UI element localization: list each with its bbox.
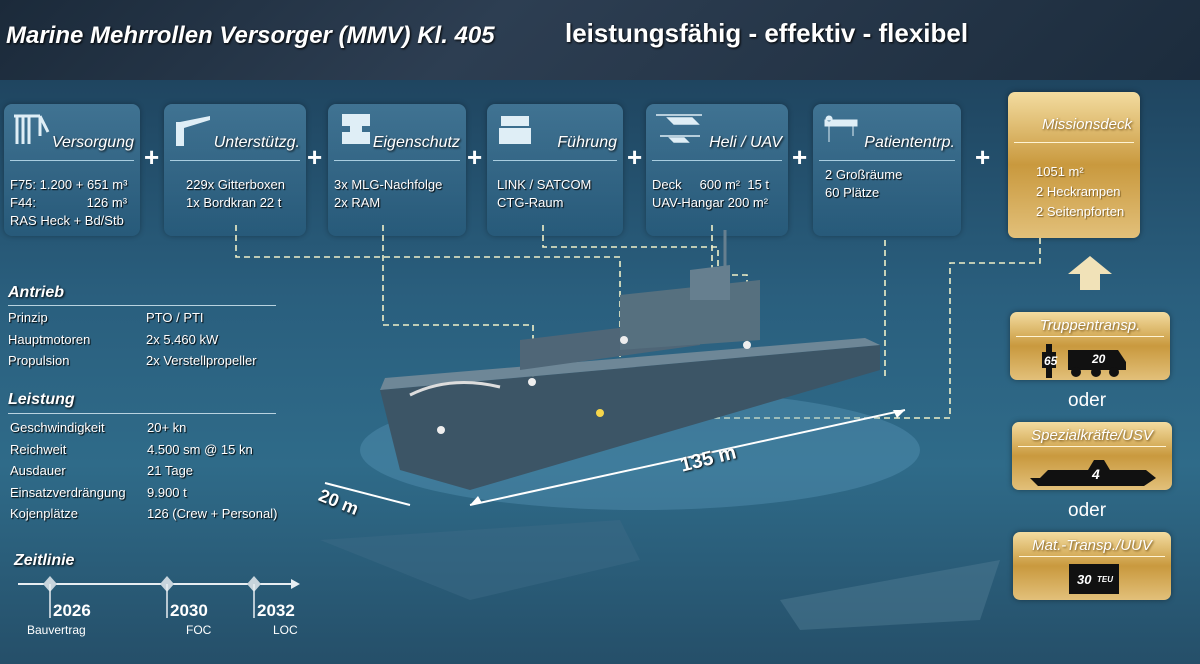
milestone-label: Bauvertrag — [27, 623, 86, 637]
helicopter-icon — [656, 114, 702, 143]
card-title: Heli / UAV — [709, 134, 782, 151]
page-subtitle: leistungsfähig - effektiv - flexibel — [565, 18, 969, 48]
page-title: Marine Mehrrollen Versorger (MMV) Kl. 40… — [6, 22, 495, 49]
milestone-label: LOC — [273, 623, 298, 637]
card-title: Patiententrp. — [864, 134, 955, 151]
module-spezialkraefte: Spezialkräfte/USV 4 — [1012, 422, 1172, 490]
plus-sign: + — [307, 142, 323, 172]
milestone-label: FOC — [186, 623, 212, 637]
plus-sign: + — [792, 142, 808, 172]
plus-sign: + — [627, 142, 643, 172]
card-title: Unterstützg. — [213, 134, 300, 151]
zeitlinie-heading: Zeitlinie — [14, 552, 75, 569]
card-title: Versorgung — [51, 134, 134, 151]
module-material-transport: Mat.-Transp./UUV 30 TEU — [1013, 532, 1171, 600]
milestone-year: 2026 — [53, 601, 91, 620]
antrieb-heading: Antrieb — [8, 284, 64, 301]
plus-sign: + — [467, 142, 483, 172]
module-truppentransport: Truppentransp. 65 20 — [1010, 312, 1170, 380]
timeline — [18, 576, 300, 618]
plus-sign: + — [144, 142, 160, 172]
stretcher-icon — [824, 115, 858, 142]
milestone-year: 2030 — [170, 601, 208, 620]
soldier-vehicle-icon — [1042, 344, 1126, 378]
card-title: Eigenschutz — [372, 134, 460, 151]
leistung-heading: Leistung — [8, 391, 75, 408]
oder-label: oder — [1068, 500, 1107, 521]
container-icon — [1069, 564, 1119, 594]
milestone-year: 2032 — [257, 601, 295, 620]
plus-sign: + — [975, 142, 991, 172]
arrow-up-icon — [1068, 256, 1112, 290]
console-icon — [499, 116, 531, 144]
title-band — [0, 0, 1200, 80]
card-title: Führung — [557, 134, 617, 151]
fuel-rig-icon — [14, 114, 50, 144]
oder-label: oder — [1068, 390, 1107, 411]
weapon-icon — [342, 114, 370, 144]
crane-icon — [176, 116, 210, 146]
boat-icon — [1030, 460, 1156, 486]
